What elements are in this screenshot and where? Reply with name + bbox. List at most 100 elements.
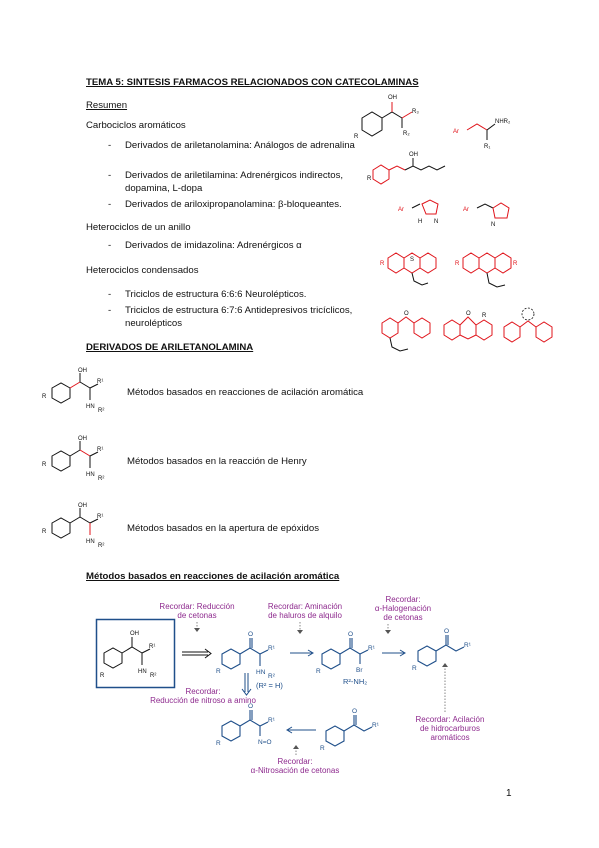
svg-text:N=O: N=O [258, 739, 272, 746]
dibenzosuberone-structure: O R [443, 311, 493, 341]
svg-text:HN: HN [86, 539, 95, 545]
section-heading: DERIVADOS DE ARILETANOLAMINA [86, 342, 254, 353]
svg-text:R₂: R₂ [403, 131, 410, 137]
svg-text:S: S [410, 257, 414, 263]
svg-text:R²: R² [98, 476, 104, 482]
svg-text:R: R [42, 394, 47, 400]
svg-text:R: R [354, 134, 359, 140]
thioxanthene-structure: R R [455, 252, 518, 288]
svg-text:Br: Br [356, 667, 363, 674]
svg-text:R¹: R¹ [268, 645, 276, 652]
svg-text:R: R [380, 261, 385, 267]
svg-text:R: R [367, 176, 372, 182]
list-item: -Derivados de imidazolina: Adrenérgicos … [108, 240, 302, 251]
note-nitroso: Recordar: Reducción de nitroso a amino [150, 687, 256, 705]
imidazoline-structure: Ar N [463, 202, 510, 228]
svg-text:R¹: R¹ [372, 722, 380, 729]
phenothiazine-structure: R S [380, 252, 437, 286]
svg-text:O: O [404, 311, 409, 317]
summary-heading: Resumen [86, 100, 128, 111]
svg-text:R¹: R¹ [97, 379, 103, 385]
svg-text:R: R [216, 668, 221, 675]
arylketone-structure: O R¹ R [320, 708, 380, 752]
list-item: -Derivados de ariletanolamina: Análogos … [108, 140, 355, 151]
svg-text:OH: OH [78, 503, 87, 509]
svg-text:O: O [248, 703, 253, 710]
svg-text:R¹: R¹ [149, 644, 155, 650]
svg-text:R: R [455, 261, 460, 267]
svg-text:R²: R² [98, 408, 104, 414]
svg-text:R: R [482, 313, 487, 319]
svg-text:OH: OH [78, 436, 87, 442]
svg-text:R²: R² [268, 673, 276, 680]
svg-text:OH: OH [409, 152, 418, 158]
arylethanolamine-general-structure: OH R¹ HN R² R [42, 503, 104, 549]
svg-text:R²: R² [98, 543, 104, 549]
svg-text:R²: R² [150, 673, 156, 679]
note-nitrosacion: Recordar: α-Nitrosación de cetonas [250, 757, 340, 775]
svg-text:HN: HN [138, 669, 147, 675]
aminoketone-structure: O R¹ HN R² R [216, 631, 276, 680]
svg-text:R¹: R¹ [464, 642, 472, 649]
svg-text:R¹: R¹ [368, 645, 376, 652]
svg-text:O: O [444, 628, 449, 635]
arylethanolamine-general-structure: OH R¹ HN R² R [42, 436, 104, 482]
svg-text:R: R [513, 261, 518, 267]
dibenzoxepine-structure: O [381, 311, 431, 352]
condition-reagent: R²-NH₂ [343, 677, 368, 686]
note-aminacion: Recordar: Aminación de haluros de alquil… [267, 602, 343, 620]
svg-text:HN: HN [256, 669, 266, 676]
list-item: -Derivados de ariletilamina: Adrenérgico… [108, 170, 344, 194]
dibenzazepine-structure [503, 307, 553, 343]
arylketone-structure: O R¹ R [412, 628, 472, 672]
list-item: -Triciclos de estructura 6:7:6 Antidepre… [108, 305, 353, 329]
svg-text:R₃: R₃ [412, 109, 419, 115]
group-label: Heterociclos condensados [86, 265, 199, 276]
svg-text:OH: OH [388, 95, 397, 101]
svg-text:HN: HN [86, 472, 95, 478]
svg-text:R: R [216, 740, 221, 747]
svg-text:R¹: R¹ [97, 447, 103, 453]
target-structure-box: OH R¹ HN R² R [95, 618, 176, 689]
svg-text:N: N [491, 222, 495, 228]
svg-text:HN: HN [86, 404, 95, 410]
svg-text:R: R [42, 529, 47, 535]
note-reduccion: Recordar: Reducción de cetonas [159, 602, 235, 620]
svg-text:R: R [100, 673, 105, 679]
list-item: -Triciclos de estructura 6:6:6 Neurolépt… [108, 289, 307, 300]
arylethylamine-structure: Ar NHR₂ R₁ [453, 119, 511, 150]
svg-text:R: R [320, 745, 325, 752]
method-label: Métodos basados en reacciones de acilaci… [127, 387, 364, 398]
imidazoline-structure: Ar H N [398, 199, 439, 225]
svg-text:Ar: Ar [453, 129, 459, 135]
svg-text:OH: OH [130, 631, 139, 637]
method-label: Métodos basados en la apertura de epóxid… [127, 523, 320, 534]
svg-text:R: R [42, 462, 47, 468]
group-label: Carbociclos aromáticos [86, 120, 186, 131]
svg-text:OH: OH [78, 368, 87, 374]
svg-text:Ar: Ar [398, 207, 404, 213]
method-label: Métodos basados en la reacción de Henry [127, 456, 307, 467]
svg-text:O: O [348, 631, 353, 638]
svg-text:NHR₂: NHR₂ [495, 119, 511, 125]
svg-text:R: R [412, 665, 417, 672]
group-label: Heterociclos de un anillo [86, 222, 191, 233]
aryloxypropanolamine-structure: OH R [367, 152, 446, 185]
svg-text:Ar: Ar [463, 207, 469, 213]
condition-r2h: (R² = H) [256, 681, 283, 690]
page-title: TEMA 5: SINTESIS FARMACOS RELACIONADOS C… [86, 77, 419, 88]
svg-text:R: R [316, 668, 321, 675]
arylethanolamine-structure: OH R R₂ R₃ [354, 95, 419, 140]
list-item: -Derivados de ariloxipropanolamina: β-bl… [108, 199, 342, 210]
svg-text:R¹: R¹ [268, 717, 276, 724]
svg-text:R¹: R¹ [97, 514, 103, 520]
scheme-heading: Métodos basados en reacciones de acilaci… [86, 571, 340, 582]
nitrosoketone-structure: O R¹ N=O R [216, 703, 276, 747]
note-halogenacion: Recordar: α-Halogenación de cetonas [374, 595, 432, 622]
page-number: 1 [506, 788, 512, 799]
arylethanolamine-general-structure: OH R¹ HN R² R [42, 368, 104, 414]
svg-text:N: N [434, 219, 438, 225]
svg-text:H: H [418, 219, 422, 225]
svg-text:O: O [466, 311, 471, 317]
svg-text:O: O [352, 708, 357, 715]
